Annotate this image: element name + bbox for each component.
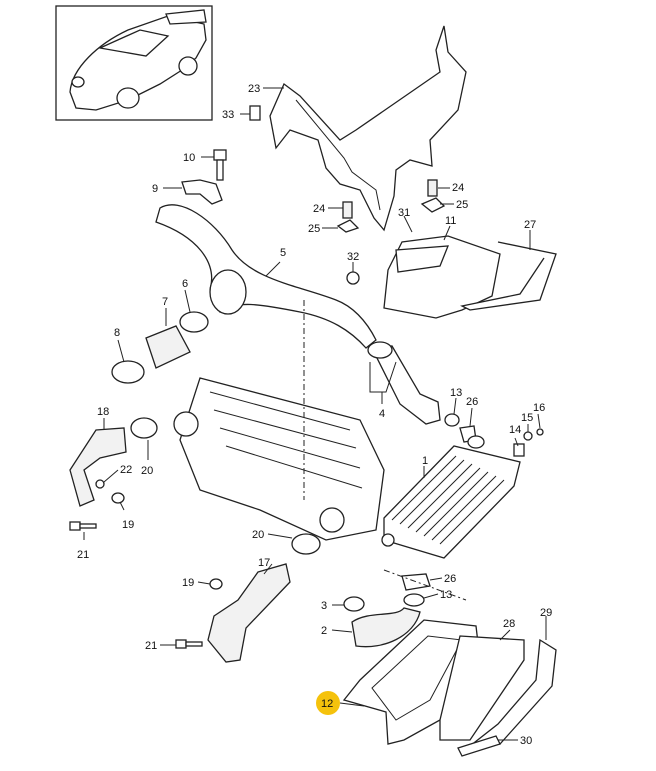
- label-33[interactable]: 33: [222, 109, 234, 121]
- clip-25-upper: [420, 197, 446, 213]
- car-front-wheel: [116, 87, 140, 109]
- label-25-lower[interactable]: 25: [308, 223, 320, 235]
- fitting-14: [513, 443, 525, 457]
- bolt-21-lower: [175, 639, 203, 649]
- label-23[interactable]: 23: [248, 83, 260, 95]
- washer-15: [523, 431, 533, 441]
- car-rear-wheel: [178, 56, 198, 76]
- label-2[interactable]: 2: [321, 625, 327, 637]
- label-29[interactable]: 29: [540, 607, 552, 619]
- label-7[interactable]: 7: [162, 296, 168, 308]
- label-4[interactable]: 4: [379, 408, 385, 420]
- o-ring-19-lower: [209, 578, 223, 590]
- label-14[interactable]: 14: [509, 424, 521, 436]
- car-windshield: [97, 29, 170, 57]
- sensor-9: [181, 179, 223, 205]
- callout-labels: 23 33 10 9 24 25 24 25 31 11 27 32 5 6 7…: [77, 83, 552, 747]
- leader-lines: [83, 87, 547, 741]
- clamp-20-upper: [130, 417, 158, 439]
- label-21-upper[interactable]: 21: [77, 549, 89, 561]
- car-spoiler: [165, 9, 207, 25]
- spring-24-upper: [427, 179, 438, 197]
- vehicle-thumbnail: [55, 5, 213, 121]
- label-9[interactable]: 9: [152, 183, 158, 195]
- label-22[interactable]: 22: [120, 464, 132, 476]
- seal-31: [395, 245, 449, 273]
- hose-2: [351, 607, 421, 648]
- label-3[interactable]: 3: [321, 600, 327, 612]
- label-26-lower[interactable]: 26: [444, 573, 456, 585]
- bolt-21-upper: [69, 521, 97, 531]
- label-15[interactable]: 15: [521, 412, 533, 424]
- engine-port-right: [319, 507, 345, 533]
- air-box-12-inner: [371, 635, 463, 721]
- o-ring-13-lower: [403, 593, 425, 607]
- gasket-26-lower: [401, 573, 431, 591]
- label-20-upper[interactable]: 20: [141, 465, 153, 477]
- seal-28: [439, 635, 525, 741]
- label-20-lower[interactable]: 20: [252, 529, 264, 541]
- clamp-6: [179, 311, 209, 333]
- label-12[interactable]: 12: [321, 698, 333, 710]
- label-27[interactable]: 27: [524, 219, 536, 231]
- label-13-upper[interactable]: 13: [450, 387, 462, 399]
- label-26-upper[interactable]: 26: [466, 396, 478, 408]
- o-ring-19-upper: [111, 492, 125, 504]
- label-24-upper[interactable]: 24: [452, 182, 464, 194]
- clamp-20-lower: [291, 533, 321, 555]
- label-24-lower[interactable]: 24: [313, 203, 325, 215]
- clamp-8: [111, 360, 145, 384]
- label-32[interactable]: 32: [347, 251, 359, 263]
- hose-7: [145, 325, 191, 369]
- intercooler-inlet: [467, 435, 485, 449]
- clamp-4: [367, 341, 393, 359]
- seal-27: [460, 241, 557, 311]
- o-ring-13-upper: [444, 413, 460, 427]
- centerline-lower: [383, 569, 467, 601]
- label-8[interactable]: 8: [114, 327, 120, 339]
- label-30[interactable]: 30: [520, 735, 532, 747]
- bolt-10: [213, 149, 227, 181]
- hose-18: [69, 427, 127, 507]
- label-10[interactable]: 10: [183, 152, 195, 164]
- car-body: [69, 15, 207, 111]
- intercooler-fins: [391, 455, 505, 545]
- label-13-lower[interactable]: 13: [440, 589, 452, 601]
- seal-30: [457, 735, 501, 757]
- intercooler-1: [383, 445, 521, 559]
- clip-33: [249, 105, 261, 121]
- hose-4: [370, 345, 441, 425]
- label-19-upper[interactable]: 19: [122, 519, 134, 531]
- label-1[interactable]: 1: [422, 455, 428, 467]
- label-17[interactable]: 17: [258, 557, 270, 569]
- spring-24-lower: [342, 201, 353, 219]
- washer-32: [346, 271, 360, 285]
- car-headlight: [71, 76, 85, 88]
- bracket-23-inner: [295, 99, 381, 211]
- label-19-lower[interactable]: 19: [182, 577, 194, 589]
- clamp-3: [343, 596, 365, 612]
- clip-25-lower: [336, 219, 360, 233]
- bolt-22: [95, 479, 105, 489]
- highlight-marker-12: [316, 691, 340, 715]
- label-31[interactable]: 31: [398, 207, 410, 219]
- engine-fins: [209, 391, 363, 489]
- engine-block: [179, 377, 385, 541]
- hose-17: [207, 563, 291, 663]
- intake-tube-5-end: [209, 269, 247, 315]
- label-11[interactable]: 11: [445, 215, 456, 227]
- label-21-lower[interactable]: 21: [145, 640, 157, 652]
- label-6[interactable]: 6: [182, 278, 188, 290]
- engine-port-left: [173, 411, 199, 437]
- bracket-23: [269, 25, 467, 232]
- intercooler-outlet: [381, 533, 395, 547]
- label-25-upper[interactable]: 25: [456, 199, 468, 211]
- screw-16: [536, 428, 544, 436]
- label-28[interactable]: 28: [503, 618, 515, 630]
- label-18[interactable]: 18: [97, 406, 109, 418]
- label-16[interactable]: 16: [533, 402, 545, 414]
- label-5[interactable]: 5: [280, 247, 286, 259]
